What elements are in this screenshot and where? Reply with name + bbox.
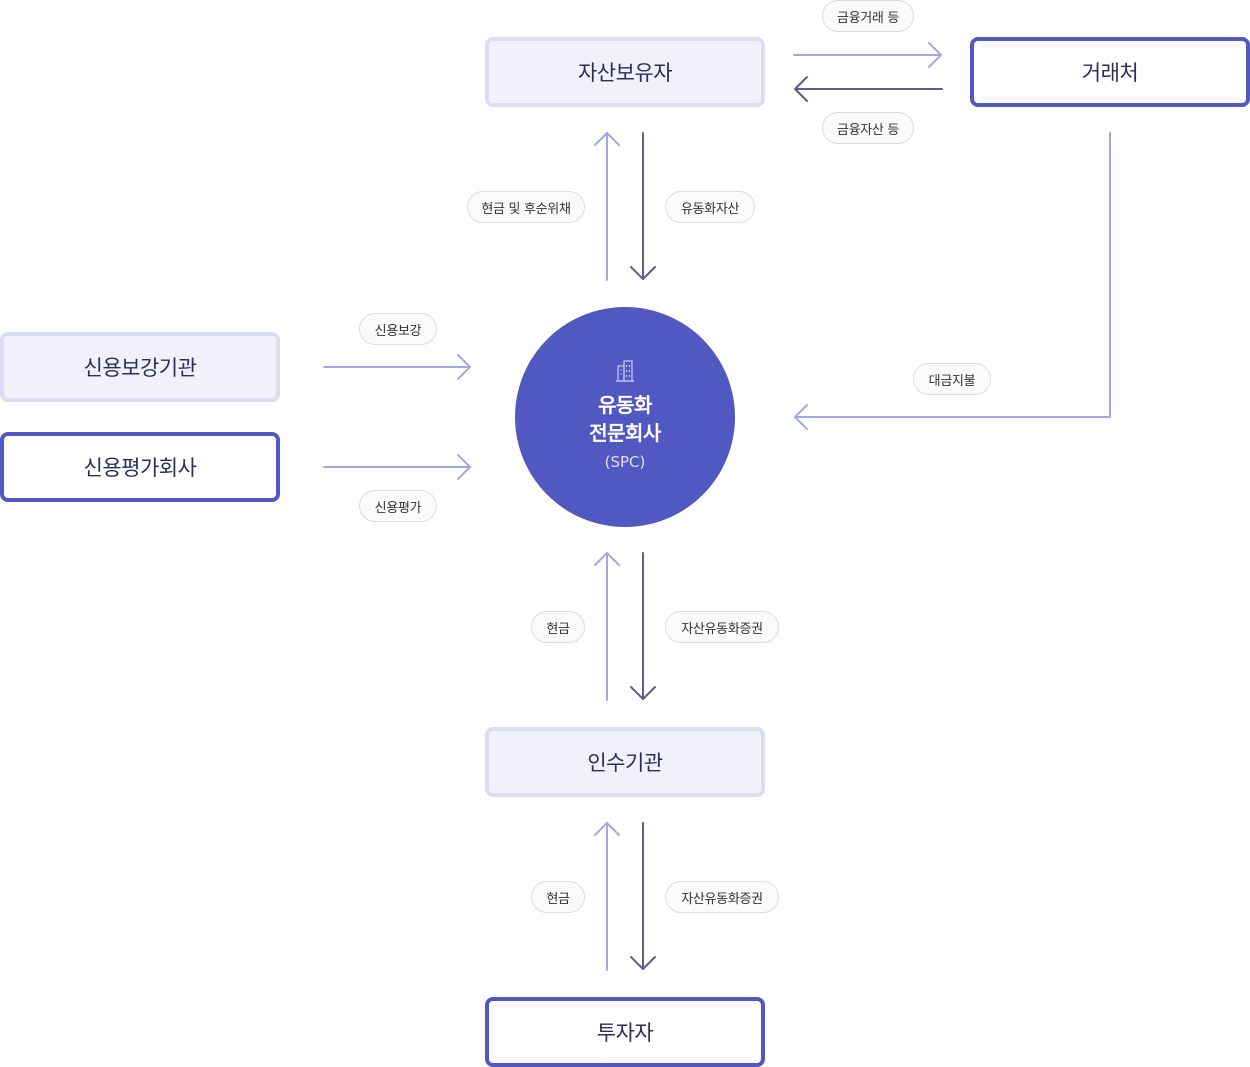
label-cash-and-bonds: 현금 및 후순위채 [467, 191, 585, 223]
label-financial-assets: 금융자산 등 [822, 112, 914, 144]
node-rating-agency: 신용평가회사 [0, 432, 280, 502]
arrow-abs-to-underwriter [630, 552, 656, 700]
node-credit-enhancer-label: 신용보강기관 [83, 356, 197, 380]
label-cash-2: 현금 [531, 881, 585, 913]
label-abs-2: 자산유동화증권 [665, 881, 779, 913]
building-icon [616, 360, 634, 382]
node-underwriter: 인수기관 [485, 727, 765, 797]
label-securitized-assets: 유동화자산 [665, 191, 755, 223]
arrow-abs-to-investor [630, 822, 656, 970]
node-rating-agency-label: 신용평가회사 [83, 456, 197, 480]
node-counterparty-label: 거래처 [1081, 61, 1139, 85]
node-credit-enhancer: 신용보강기관 [0, 332, 280, 402]
arrow-cash-to-spc [594, 552, 620, 701]
node-asset-holder-label: 자산보유자 [577, 61, 673, 85]
node-investor-label: 투자자 [596, 1021, 654, 1045]
label-financial-transaction: 금융거래 등 [822, 0, 914, 32]
node-spc: 유동화 전문회사 (SPC) [515, 307, 735, 527]
label-cash-1: 현금 [531, 611, 585, 643]
spc-title-line1: 유동화 [598, 393, 652, 417]
label-abs-1: 자산유동화증권 [665, 611, 779, 643]
arrow-cash-to-underwriter [594, 822, 620, 971]
arrow-credit-rating [323, 454, 471, 480]
arrow-financial-assets [794, 76, 943, 102]
label-credit-enhancement: 신용보강 [359, 313, 437, 345]
spc-abbreviation: (SPC) [604, 453, 646, 471]
arrow-assets-to-spc [630, 132, 656, 280]
spc-title-line2: 전문회사 [589, 421, 661, 445]
arrow-cash-to-asset-holder [594, 132, 620, 281]
arrow-credit-enhancement [323, 354, 471, 380]
arrow-financial-transaction [793, 42, 942, 68]
node-underwriter-label: 인수기관 [587, 751, 663, 775]
node-asset-holder: 자산보유자 [485, 37, 765, 107]
node-counterparty: 거래처 [970, 37, 1250, 107]
label-credit-rating: 신용평가 [359, 490, 437, 522]
node-investor: 투자자 [485, 997, 765, 1067]
label-payment: 대금지불 [913, 363, 991, 395]
arrow-payment [794, 132, 1111, 430]
